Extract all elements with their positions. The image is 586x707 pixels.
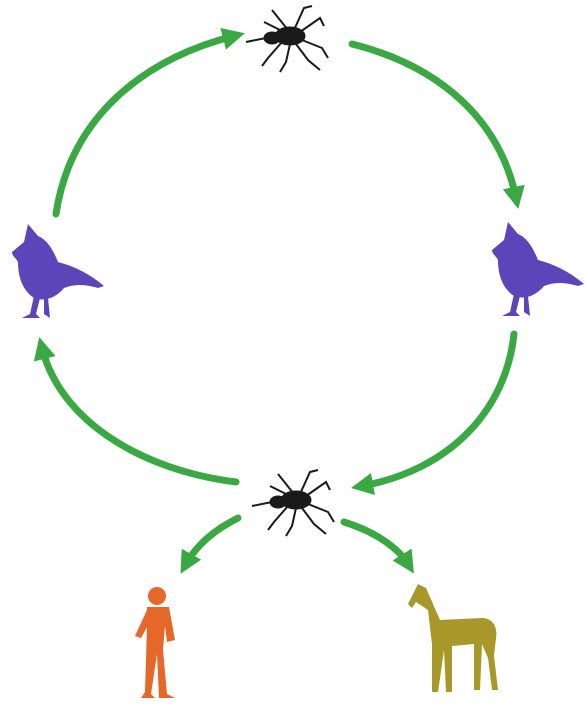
human-figure [135, 587, 175, 698]
human-icon [135, 587, 175, 698]
bird-icon [12, 224, 104, 318]
arrow-bottom-to-left [42, 348, 236, 482]
horse-icon [408, 584, 498, 692]
mosquito-bottom [252, 470, 334, 536]
bird-icon [492, 222, 584, 316]
arrow-bottom-to-horse [344, 522, 408, 564]
horse-figure [408, 584, 498, 692]
mosquito-icon [246, 6, 328, 72]
arrow-bottom-to-human [186, 518, 238, 564]
arrow-top-to-right [352, 44, 516, 198]
arrow-layer [42, 36, 516, 564]
bird-right [492, 222, 584, 316]
mosquito-icon [252, 470, 334, 536]
arrow-right-to-bottom [362, 334, 514, 486]
bird-left [12, 224, 104, 318]
arrow-left-to-top [56, 36, 234, 214]
mosquito-top [246, 6, 328, 72]
